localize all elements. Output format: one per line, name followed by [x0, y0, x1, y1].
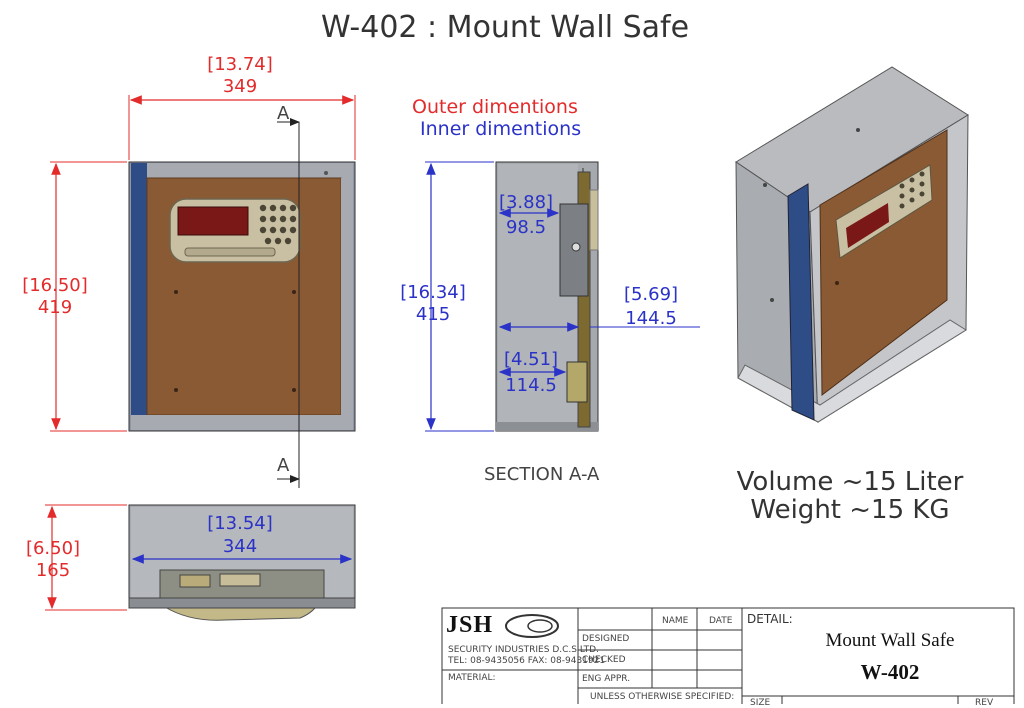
hinge-depth-mm: 114.5 [505, 375, 557, 396]
legend-inner: Inner dimentions [420, 118, 582, 140]
legend-outer: Outer dimentions [412, 96, 578, 118]
title-block-frame [441, 607, 1015, 704]
material-label: MATERIAL: [448, 673, 496, 683]
top-view [45, 504, 356, 621]
hinge-block [566, 361, 588, 403]
row-checked: CHECKED [582, 655, 626, 665]
company-contact: TEL: 08-9435056 FAX: 08-9431921 [448, 656, 606, 666]
hinge-depth-in: [4.51] [503, 349, 559, 370]
detail-code: W-402 [860, 660, 920, 684]
company-logo [505, 614, 559, 638]
weight-spec: Weight ~15 KG [750, 495, 950, 525]
col-name: NAME [662, 616, 689, 626]
section-view [425, 161, 700, 432]
lock-depth-mm: 98.5 [505, 217, 547, 238]
lock-depth-in: [3.88] [498, 192, 554, 213]
rev-label: REV [975, 698, 994, 708]
volume-spec: Volume ~15 Liter [736, 467, 964, 497]
detail-label: DETAIL: [747, 612, 793, 626]
inner-depth-in: [5.69] [623, 284, 679, 305]
row-eng-appr: ENG APPR. [582, 674, 631, 684]
keypad-unit [169, 198, 301, 263]
front-height-in: [16.50] [22, 275, 88, 296]
col-date: DATE [709, 616, 733, 626]
section-mark-bottom: A [277, 455, 290, 476]
unless-specified: UNLESS OTHERWISE SPECIFIED: [590, 692, 735, 702]
section-height-mm: 415 [415, 304, 451, 325]
company-name: SECURITY INDUSTRIES D.C.S LTD. [448, 645, 599, 655]
top-depth-in: [6.50] [25, 538, 81, 559]
top-inner-width-mm: 344 [222, 536, 258, 557]
front-view [50, 95, 356, 488]
front-width-in: [13.74] [207, 54, 273, 75]
company-logo-text: JSH [446, 612, 494, 638]
drawing-title: W-402 : Mount Wall Safe [320, 10, 690, 45]
detail-title: Mount Wall Safe [825, 630, 955, 651]
front-height-mm: 419 [37, 297, 73, 318]
section-label: SECTION A-A [484, 464, 600, 485]
iso-keypad [835, 164, 933, 259]
inner-depth-mm: 144.5 [625, 308, 677, 329]
front-width-mm: 349 [222, 76, 258, 97]
top-inner-width-in: [13.54] [207, 513, 273, 534]
size-label: SIZE [750, 698, 771, 708]
section-mark-top: A [277, 103, 290, 124]
top-depth-mm: 165 [35, 560, 71, 581]
isometric-view [735, 66, 969, 423]
section-height-in: [16.34] [400, 282, 466, 303]
row-designed: DESIGNED [582, 634, 630, 644]
